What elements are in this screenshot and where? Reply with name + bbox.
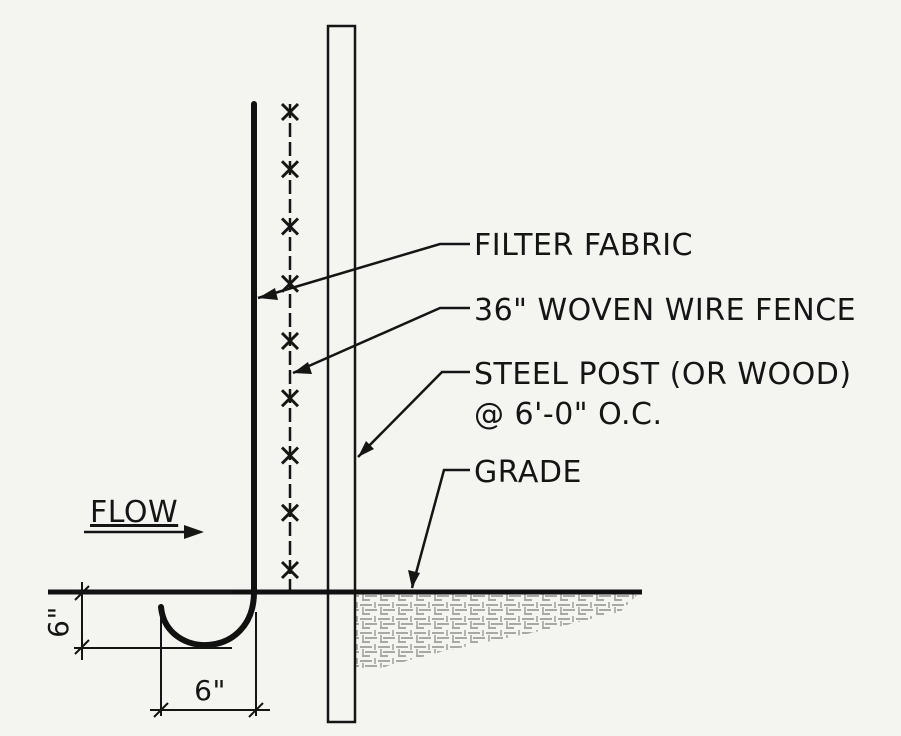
- fence-x-mark: [280, 389, 300, 408]
- fence-x-marks: [280, 102, 300, 580]
- label-filter-fabric: FILTER FABRIC: [474, 228, 693, 263]
- leader-steel-post: [357, 370, 470, 458]
- label-steel-post: STEEL POST (OR WOOD): [474, 357, 852, 392]
- flow-arrow: [84, 525, 204, 539]
- label-woven-wire-fence: 36" WOVEN WIRE FENCE: [474, 293, 856, 328]
- fence-x-mark: [280, 331, 300, 351]
- fence-x-mark: [280, 160, 300, 179]
- leader-grade: [408, 468, 470, 589]
- label-grade: GRADE: [474, 455, 582, 490]
- fence-x-mark: [280, 217, 300, 236]
- leader-woven-wire-fence: [292, 306, 470, 375]
- fence-x-mark: [280, 560, 300, 580]
- fence-x-mark: [280, 503, 300, 522]
- dimension-depth: [74, 582, 232, 660]
- label-dimension-depth: 6": [42, 606, 75, 638]
- fence-x-mark: [280, 102, 300, 122]
- leader-filter-fabric: [257, 242, 470, 300]
- label-post-spacing: @ 6'-0" O.C.: [474, 397, 663, 432]
- steel-post: [326, 24, 357, 724]
- dimension-width: [150, 612, 270, 718]
- soil-hatch: [330, 592, 640, 668]
- filter-fabric: [158, 101, 257, 649]
- label-dimension-width: 6": [194, 674, 226, 707]
- label-flow: FLOW: [90, 495, 178, 530]
- fence-x-mark: [280, 446, 300, 465]
